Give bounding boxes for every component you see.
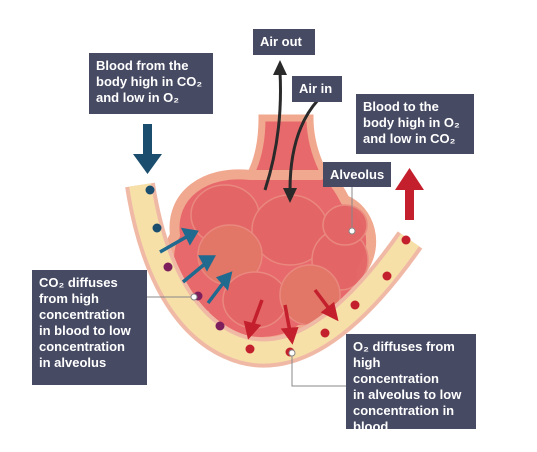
- blood-in-line-2: body high in CO₂: [96, 74, 203, 89]
- air-in-text: Air in: [299, 81, 333, 96]
- co2-line-4: in blood to low: [39, 323, 131, 338]
- co2-diffusion-arrows: [159, 227, 233, 305]
- blood-in-label: Blood from the body high in CO₂ and low …: [89, 53, 213, 114]
- air-in-label: Air in: [292, 76, 342, 102]
- deoxygenated-dot: [152, 223, 162, 233]
- airway-tube: [244, 114, 331, 179]
- alveolus-label: Alveolus: [323, 162, 391, 187]
- o2-dot: [320, 328, 330, 338]
- co2-line-2: from high: [39, 291, 99, 306]
- o2-dot: [401, 235, 411, 245]
- blood-out-label: Blood to the body high in O₂ and low in …: [356, 94, 474, 154]
- blood-out-line-2: body high in O₂: [363, 115, 460, 130]
- o2-diffuses-label: O₂ diffuses from high concentration in a…: [346, 334, 476, 434]
- o2-diffusion-arrows: [243, 288, 339, 345]
- co2-diffuses-label: CO₂ diffuses from high concentration in …: [32, 270, 147, 385]
- o2-dot: [245, 344, 255, 354]
- blood-out-line-3: and low in CO₂: [363, 131, 456, 146]
- co2-line-1: CO₂ diffuses: [39, 275, 118, 290]
- co2-line-6: in alveolus: [39, 355, 107, 370]
- blood-in-line-1: Blood from the: [96, 58, 189, 73]
- co2-leader-dot: [190, 293, 198, 301]
- o2-line-2: high concentration: [353, 355, 439, 386]
- air-in-arrowhead: [283, 188, 297, 203]
- alveolus-text: Alveolus: [330, 167, 385, 182]
- air-out-arrow: [263, 71, 282, 191]
- air-out-arrowhead: [273, 60, 287, 75]
- co2-line-5: concentration: [39, 339, 125, 354]
- o2-line-1: O₂ diffuses from: [353, 339, 455, 354]
- co2-line-3: concentration: [39, 307, 125, 322]
- o2-leader: [291, 353, 346, 387]
- alveolus-leader-dot: [348, 227, 356, 235]
- blood-in-arrow-shaft: [143, 124, 152, 158]
- blood-in-line-3: and low in O₂: [96, 90, 180, 105]
- air-out-label: Air out: [253, 29, 315, 55]
- o2-dot: [382, 271, 392, 281]
- o2-line-4: concentration in: [353, 403, 455, 418]
- air-out-text: Air out: [260, 34, 302, 49]
- air-in-arrow: [288, 98, 320, 191]
- co2-dots: [145, 185, 225, 331]
- o2-line-5: blood: [353, 419, 389, 434]
- capillary-lumen: [129, 183, 420, 364]
- blood-out-arrow-shaft: [405, 186, 414, 220]
- blood-out-line-1: Blood to the: [363, 99, 439, 114]
- o2-dot: [350, 300, 360, 310]
- deoxygenated-dot: [145, 185, 155, 195]
- blood-in-arrowhead: [133, 154, 162, 174]
- o2-line-3: in alveolus to low: [353, 387, 462, 402]
- co2-dot: [163, 262, 173, 272]
- o2-leader-dot: [288, 349, 296, 357]
- co2-dot: [215, 321, 225, 331]
- blood-out-arrowhead: [395, 168, 424, 190]
